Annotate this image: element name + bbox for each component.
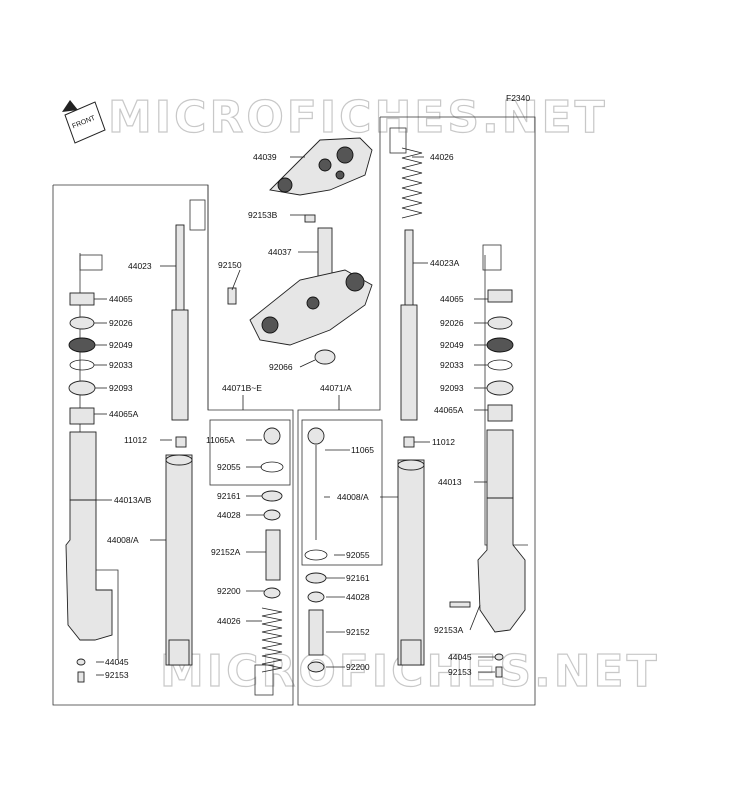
callout-92093-right: 92093	[440, 383, 464, 393]
callout-92093-left: 92093	[109, 383, 133, 393]
callout-92049-left: 92049	[109, 340, 133, 350]
callout-44008a-left: 44008/A	[107, 535, 139, 545]
callout-44065-right: 44065	[440, 294, 464, 304]
right-subgroup-line	[484, 255, 528, 546]
callout-44008a-right: 44008/A	[337, 492, 369, 502]
callout-11065: 11065	[351, 445, 375, 455]
bolt-92150	[227, 287, 237, 305]
callout-92153-left: 92153	[105, 670, 129, 680]
bolt-92153b	[304, 214, 316, 223]
callout-44023a: 44023A	[430, 258, 460, 268]
right-inner-tube	[400, 229, 418, 421]
callout-92026-left: 92026	[109, 318, 133, 328]
callout-11065a: 11065A	[206, 435, 235, 445]
right-group-box	[297, 116, 536, 706]
callout-92055-left: 92055	[217, 462, 241, 472]
right-fork-slider	[397, 436, 425, 666]
front-arrow-icon	[62, 100, 106, 144]
washer-44045-right	[494, 653, 504, 661]
callout-44026-top: 44026	[430, 152, 454, 162]
right-cartridge-stack	[304, 427, 328, 673]
callout-92150: 92150	[218, 260, 242, 270]
callout-44045-right: 44045	[448, 652, 472, 662]
callout-44028-right: 44028	[346, 592, 370, 602]
callout-92200-left: 92200	[217, 586, 241, 596]
leader-lines	[94, 156, 495, 676]
callout-44065a-left: 44065A	[109, 409, 139, 419]
bolt-92153-left	[77, 671, 85, 683]
callout-92066: 92066	[269, 362, 293, 372]
upper-triple-clamp	[269, 137, 373, 196]
callout-44037: 44037	[268, 247, 292, 257]
right-seal-stack	[486, 289, 514, 422]
callout-92161-left: 92161	[217, 491, 241, 501]
callout-92153b: 92153B	[248, 210, 278, 220]
left-outer-tube	[65, 431, 113, 641]
watermark-top: MICROFICHES.NET	[107, 91, 608, 143]
left-inner-tube	[171, 224, 189, 421]
callout-44065a-right: 44065A	[434, 405, 464, 415]
callout-44028-left: 44028	[217, 510, 241, 520]
left-seal-stack	[68, 292, 96, 425]
callout-92049-right: 92049	[440, 340, 464, 350]
steering-stem	[249, 227, 373, 365]
cap-box-left	[209, 419, 291, 486]
callout-44039: 44039	[253, 152, 277, 162]
callout-92153-right: 92153	[448, 667, 472, 677]
callout-92161-right: 92161	[346, 573, 370, 583]
callout-92033-left: 92033	[109, 360, 133, 370]
callout-44071b-e: 44071B~E	[222, 383, 262, 393]
washer-44045-left	[76, 658, 86, 666]
callout-44065-left: 44065	[109, 294, 133, 304]
left-fork-slider	[165, 436, 193, 666]
callout-11012-right: 11012	[432, 437, 456, 447]
callout-44045-left: 44045	[105, 657, 129, 667]
callout-92152a: 92152A	[211, 547, 241, 557]
callout-92153a: 92153A	[434, 625, 464, 635]
callout-92200-right: 92200	[346, 662, 370, 672]
cap-box-right	[301, 419, 383, 566]
callout-44013: 44013	[438, 477, 462, 487]
callout-44013ab: 44013A/B	[114, 495, 152, 505]
callout-92055-right: 92055	[346, 550, 370, 560]
callout-44023: 44023	[128, 261, 152, 271]
callout-92033-right: 92033	[440, 360, 464, 370]
callout-44071a: 44071/A	[320, 383, 352, 393]
spring-top-right	[401, 147, 423, 219]
callout-92152: 92152	[346, 627, 370, 637]
bolt-92153-right	[495, 666, 503, 678]
right-outer-tube	[477, 429, 526, 633]
callout-44026-left: 44026	[217, 616, 241, 626]
figure-code: F2340	[506, 93, 531, 103]
left-cartridge-stack	[260, 427, 284, 673]
bolt-92153a	[449, 601, 471, 608]
callout-92026-right: 92026	[440, 318, 464, 328]
callout-11012-left: 11012	[124, 435, 148, 445]
